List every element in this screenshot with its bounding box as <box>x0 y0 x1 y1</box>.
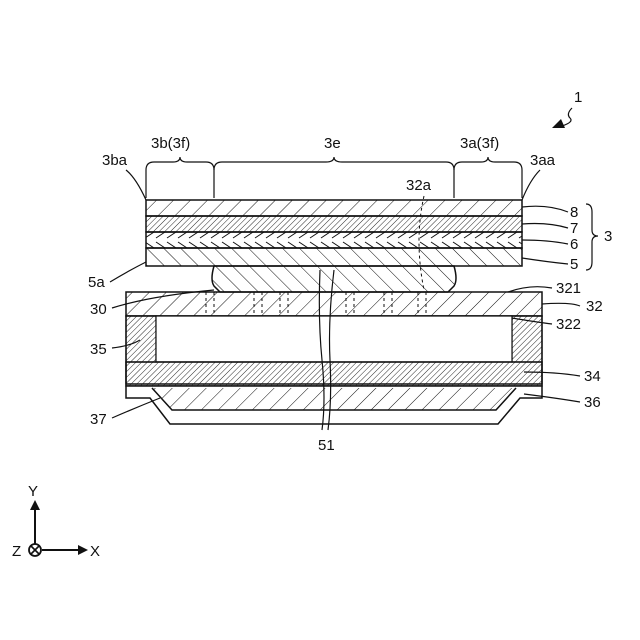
layer-5 <box>146 248 522 266</box>
x-axis-label: X <box>90 543 100 560</box>
shell-37 <box>152 388 516 410</box>
layer-7 <box>146 216 522 232</box>
line-51-label: 51 <box>318 437 335 454</box>
end-3ba-leader <box>126 170 146 200</box>
cavity <box>156 316 512 362</box>
region-a-label: 3a(3f) <box>460 135 499 152</box>
axes-indicator: Y X Z <box>12 483 100 560</box>
dimension-brace-3e <box>214 157 454 170</box>
layer-8-label: 8 <box>570 204 578 221</box>
plate-32 <box>126 292 542 316</box>
end-3aa-label: 3aa <box>530 152 556 169</box>
bottom-34 <box>126 362 542 386</box>
part-35-label: 35 <box>90 341 107 358</box>
part-34-label: 34 <box>584 368 601 385</box>
wall-right-322 <box>512 316 542 362</box>
edge-5a-label: 5a <box>88 274 105 291</box>
stack-3-label: 3 <box>604 228 612 245</box>
layer-7-label: 7 <box>570 220 578 237</box>
y-axis-arrow-icon <box>30 500 40 510</box>
part-37-label: 37 <box>90 411 107 428</box>
region-e-label: 3e <box>324 135 341 152</box>
neck-30 <box>212 266 456 292</box>
end-3aa-leader <box>522 170 540 200</box>
layer-6-label: 6 <box>570 236 578 253</box>
end-3ba-label: 3ba <box>102 152 128 169</box>
part-32-label: 32 <box>586 298 603 315</box>
via-32a-label: 32a <box>406 177 432 194</box>
part-322-label: 322 <box>556 316 581 333</box>
layer-5-label: 5 <box>570 256 578 273</box>
layer-8 <box>146 200 522 216</box>
wall-left-35 <box>126 316 156 362</box>
dimension-brace-3b <box>146 157 214 198</box>
assembly-ref-arrowhead <box>552 119 565 128</box>
y-axis-label: Y <box>28 483 38 500</box>
part-36-label: 36 <box>584 394 601 411</box>
part-321-label: 321 <box>556 280 581 297</box>
layer-6 <box>146 232 522 248</box>
part-30-label: 30 <box>90 301 107 318</box>
assembly-ref-leader <box>562 108 572 126</box>
assembly-ref-label: 1 <box>574 89 582 106</box>
x-axis-arrow-icon <box>78 545 88 555</box>
dimension-brace-3a <box>454 157 522 198</box>
z-axis-label: Z <box>12 543 21 560</box>
region-b-label: 3b(3f) <box>151 135 190 152</box>
